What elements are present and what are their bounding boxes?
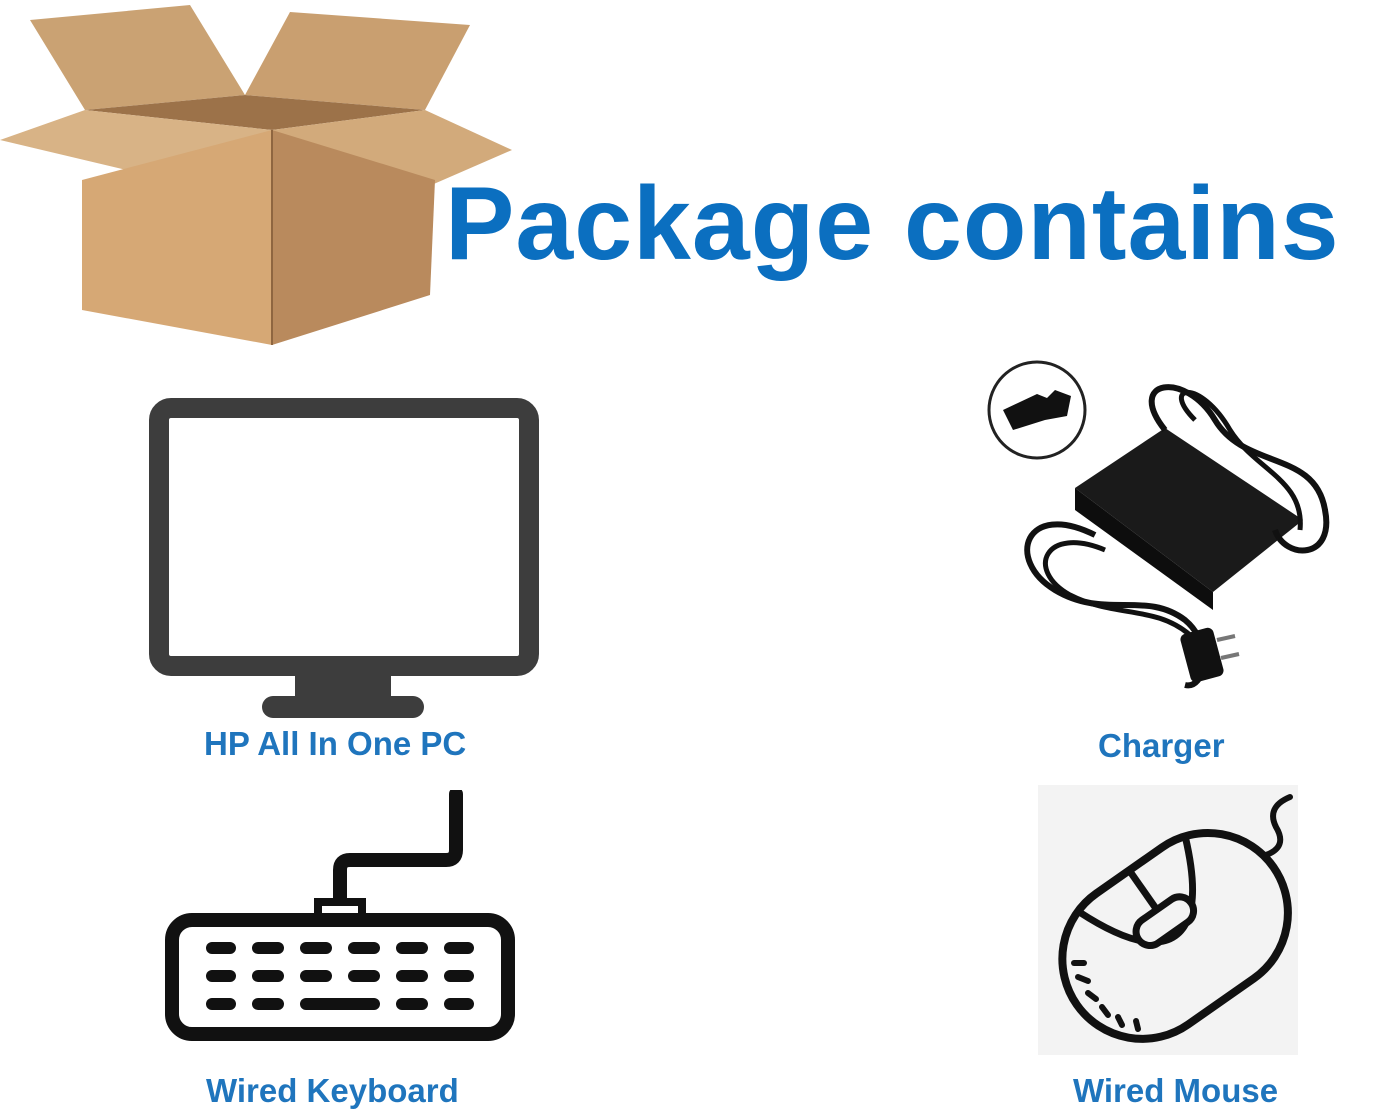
cardboard-box-icon: [0, 5, 512, 345]
item-label-mouse: Wired Mouse: [1073, 1072, 1279, 1109]
charger-icon: [987, 360, 1330, 689]
item-label-monitor: HP All In One PC: [204, 725, 467, 762]
item-label-charger: Charger: [1098, 727, 1225, 764]
item-label-keyboard: Wired Keyboard: [206, 1072, 459, 1109]
page-title: Package contains: [445, 166, 1340, 282]
mouse-icon: [1038, 785, 1298, 1055]
monitor-icon: [149, 398, 539, 718]
keyboard-icon: [165, 790, 515, 1041]
